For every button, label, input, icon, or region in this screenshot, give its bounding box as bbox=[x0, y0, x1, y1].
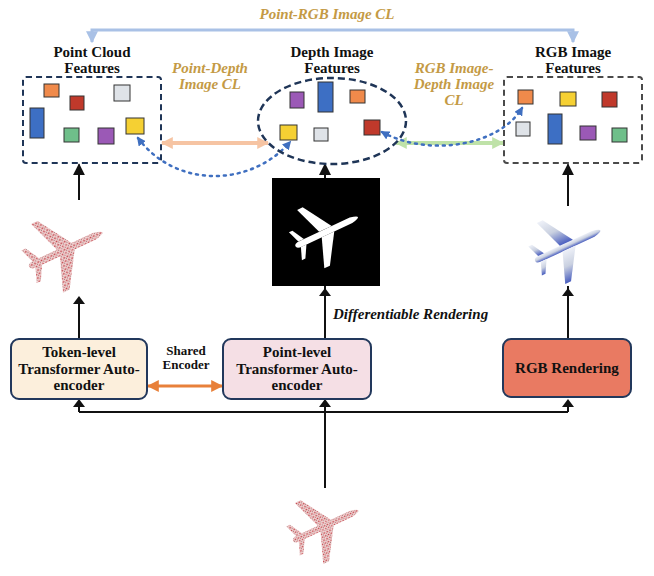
process-box: Token-level Transformer Auto-encoder bbox=[10, 338, 148, 400]
feature-heading: Point Cloud Features bbox=[36, 42, 148, 76]
edge-label: Point-Depth Image CL bbox=[168, 60, 252, 92]
feature-group: RGB Image Features bbox=[503, 42, 643, 164]
edge-label: Shared Encoder bbox=[148, 344, 224, 372]
dashed-box bbox=[22, 76, 162, 164]
process-box: RGB Rendering bbox=[502, 338, 632, 398]
input-bus bbox=[79, 405, 568, 488]
feature-group: Depth Image Features bbox=[256, 42, 408, 166]
process-box: Point-level Transformer Auto-encoder bbox=[222, 338, 372, 400]
connector bbox=[92, 30, 573, 42]
point-cloud-airplane bbox=[13, 198, 118, 301]
feature-group: Point Cloud Features bbox=[22, 42, 162, 164]
edge-label: RGB Image-Depth Image CL bbox=[404, 60, 504, 109]
edge-label: Point-RGB Image CL bbox=[0, 6, 654, 22]
connector bbox=[162, 141, 268, 145]
box-label: Point-level Transformer Auto-encoder bbox=[230, 344, 364, 394]
rgb-airplane bbox=[521, 200, 615, 291]
dashed-ellipse bbox=[256, 76, 408, 166]
depth-image bbox=[272, 178, 380, 286]
box-label: Token-level Transformer Auto-encoder bbox=[18, 344, 140, 394]
dashed-box bbox=[503, 76, 643, 164]
feature-heading: RGB Image Features bbox=[517, 42, 629, 76]
step-label: Differentiable Rendering bbox=[333, 306, 533, 322]
box-label: RGB Rendering bbox=[515, 360, 619, 377]
connector bbox=[148, 385, 222, 388]
input-point-cloud bbox=[279, 480, 373, 571]
feature-heading: Depth Image Features bbox=[276, 42, 388, 76]
correspondence-curve bbox=[382, 108, 522, 146]
feature-squares bbox=[30, 82, 627, 144]
